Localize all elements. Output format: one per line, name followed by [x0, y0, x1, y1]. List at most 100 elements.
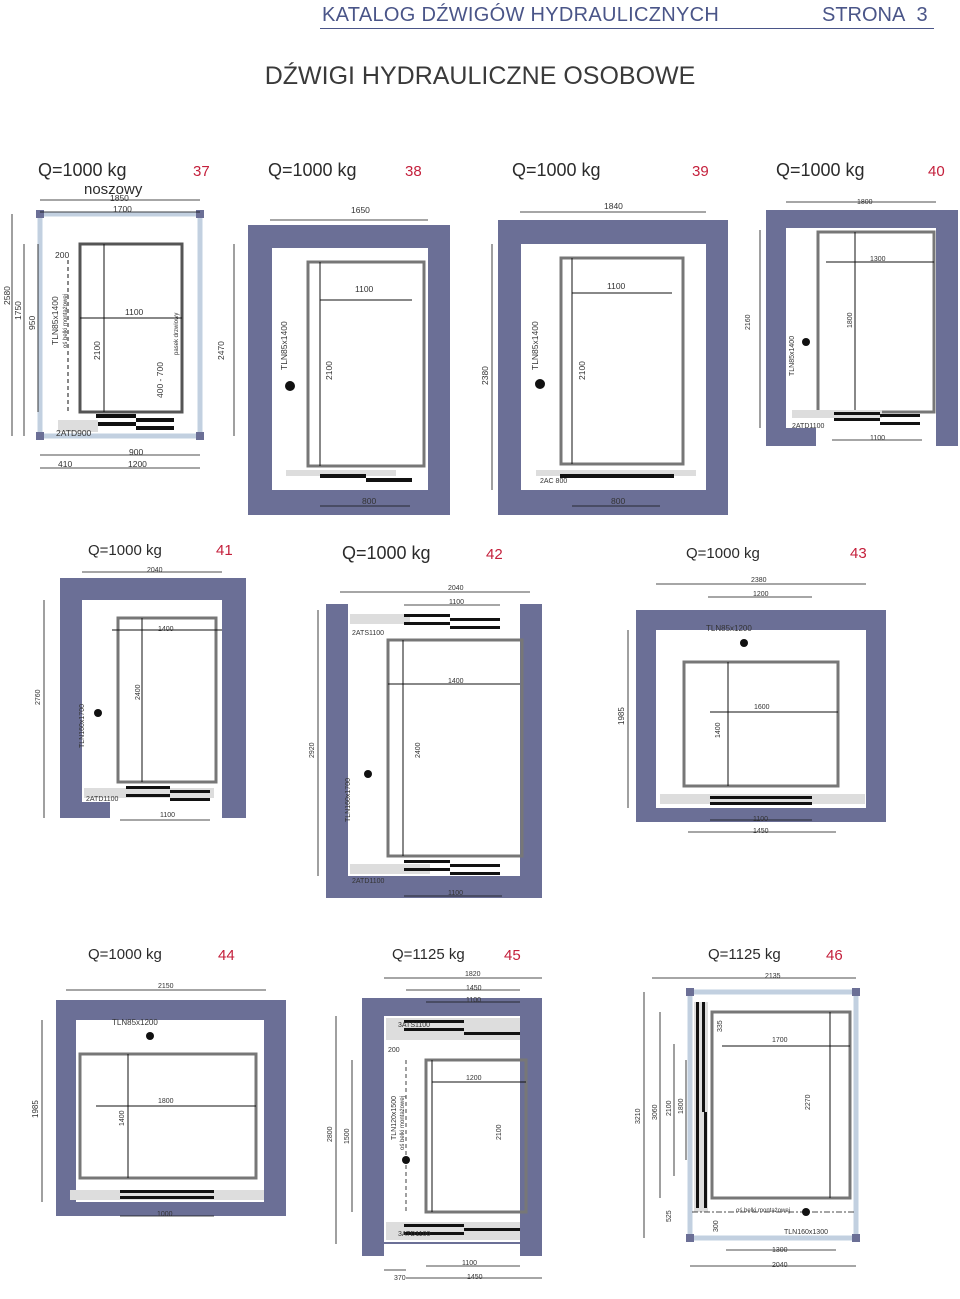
- door-42-top: 2ATS1100: [352, 630, 384, 637]
- plan-38-capacity: Q=1000 kg: [268, 160, 357, 180]
- dim-46-2270: 2270: [805, 1094, 812, 1110]
- dim-45-370: 370: [394, 1275, 406, 1282]
- dim-40-1100: 1100: [870, 435, 885, 442]
- dim-45-1450: 1450: [466, 985, 482, 992]
- dim-46-525: 525: [666, 1210, 673, 1222]
- guide-43: TLN85x1200: [706, 624, 752, 633]
- plan-46-capacity: Q=1125 kg: [708, 946, 781, 963]
- dim-42-2400: 2400: [415, 742, 422, 758]
- dim-41-2400: 2400: [135, 684, 142, 700]
- dim-45-1200: 1200: [466, 1075, 482, 1082]
- page-title: DŹWIGI HYDRAULICZNE OSOBOWE: [264, 62, 696, 90]
- dim-42-1100-b: 1100: [448, 890, 463, 897]
- dim-42-1100: 1100: [449, 599, 464, 606]
- page-number: 3: [916, 4, 928, 26]
- page-indicator: STRONA 3: [822, 4, 928, 27]
- dim-37-2470: 2470: [216, 341, 226, 360]
- catalog-title: KATALOG DŹWIGÓW HYDRAULICZNYCH: [322, 4, 720, 26]
- dim-46-2040: 2040: [772, 1262, 788, 1269]
- dim-39-2100: 2100: [577, 361, 587, 380]
- plan-44-capacity: Q=1000 kg: [88, 946, 162, 963]
- dim-38-800: 800: [362, 496, 376, 506]
- dim-46-3060: 3060: [652, 1104, 659, 1120]
- dim-46-2135: 2135: [765, 973, 781, 980]
- dim-38-2100: 2100: [324, 361, 334, 380]
- door-45-bottom: 3ATD1100: [398, 1231, 431, 1238]
- plan-42-capacity: Q=1000 kg: [342, 543, 431, 563]
- guide-44: TLN85x1200: [112, 1018, 158, 1027]
- dim-40-1800-v: 1800: [847, 312, 854, 328]
- dim-41-1400: 1400: [158, 626, 174, 633]
- dim-45-1450-b: 1450: [467, 1274, 483, 1281]
- plan-40-capacity: Q=1000 kg: [776, 160, 865, 180]
- dim-40-2160: 2160: [745, 314, 752, 330]
- guide-41: TLN160x1700: [79, 704, 86, 748]
- plan-40: Q=1000 kg 40 1800 1300 2160 TLN85x1400 1…: [745, 160, 958, 446]
- dim-39-800: 800: [611, 496, 625, 506]
- dim-40-1300: 1300: [870, 256, 886, 263]
- dim-45-1100: 1100: [466, 997, 481, 1004]
- door-42-bottom: 2ATD1100: [352, 878, 385, 885]
- dim-43-1100: 1100: [753, 816, 768, 823]
- guide-37: TLN85x1400: [50, 296, 60, 345]
- door-40: 2ATD1100: [792, 423, 825, 430]
- dim-42-1400: 1400: [448, 678, 464, 685]
- dim-46-335: 335: [717, 1020, 724, 1032]
- door-strip-37: pasek drzwiowy: [174, 313, 180, 355]
- dim-38-1100: 1100: [355, 284, 374, 294]
- dim-37-1750: 1750: [13, 301, 23, 320]
- dim-37-2100: 2100: [92, 341, 102, 360]
- plan-39-capacity: Q=1000 kg: [512, 160, 601, 180]
- dim-45-2800: 2800: [327, 1126, 334, 1142]
- plan-45-number: 45: [504, 947, 521, 964]
- dim-44-1400: 1400: [119, 1110, 126, 1126]
- plan-44: Q=1000 kg 44 2150 TLN85x1200 1985 1800 1…: [31, 946, 286, 1218]
- dim-37-900: 900: [129, 447, 143, 457]
- dim-44-1800: 1800: [158, 1098, 174, 1105]
- plan-38-number: 38: [405, 163, 422, 180]
- dim-41-1100: 1100: [160, 812, 175, 819]
- dim-44-2150: 2150: [158, 983, 174, 990]
- guide-42: TLN160x1700: [345, 778, 352, 822]
- dim-46-1300: 1300: [772, 1247, 788, 1254]
- dim-45-200: 200: [388, 1047, 400, 1054]
- plan-41: Q=1000 kg 41 2040 1400 2760 TLN160x1700 …: [35, 542, 246, 821]
- plan-46-number: 46: [826, 947, 843, 964]
- dim-37-410: 410: [58, 459, 72, 469]
- dim-37-1200: 1200: [128, 459, 147, 469]
- guide-39: TLN85x1400: [530, 321, 540, 370]
- plan-43: Q=1000 kg 43 2380 1200 TLN85x1200 1985 1…: [617, 545, 886, 835]
- plan-45: Q=1125 kg 45 1820 1450 1100 3ATS1100 200…: [327, 946, 542, 1282]
- plan-37: Q=1000 kg 37 noszowy 1850 1700 200 1100 …: [2, 160, 235, 469]
- plan-43-number: 43: [850, 545, 867, 562]
- plan-40-number: 40: [928, 163, 945, 180]
- beam-axis-46: oś belki montażowej: [736, 1208, 790, 1214]
- beam-axis-37: oś belki montażowej: [63, 294, 69, 348]
- beam-axis-45: oś belki montażowej: [400, 1096, 406, 1150]
- dim-41-2760: 2760: [35, 689, 42, 705]
- plan-38: Q=1000 kg 38 1650 1100 TLN85x1400 2100 8…: [248, 160, 450, 515]
- guide-45: TLN120x1500: [391, 1096, 398, 1140]
- dim-43-1400: 1400: [715, 722, 722, 738]
- guide-46: TLN160x1300: [784, 1229, 828, 1236]
- plan-37-subtitle: noszowy: [84, 181, 143, 198]
- dim-43-1200: 1200: [753, 591, 769, 598]
- dim-46-3210: 3210: [635, 1108, 642, 1124]
- dim-41-2040: 2040: [147, 567, 163, 574]
- dim-40-1800: 1800: [857, 199, 873, 206]
- plan-37-number: 37: [193, 163, 210, 180]
- plan-41-number: 41: [216, 542, 233, 559]
- plan-42: Q=1000 kg 42 2040 1100 2ATS1100 1400 292…: [309, 543, 542, 898]
- plan-39: Q=1000 kg 39 1840 1100 2380 TLN85x1400 2…: [480, 160, 728, 515]
- dim-43-1985: 1985: [617, 707, 626, 725]
- plan-44-number: 44: [218, 947, 235, 964]
- dim-43-1600: 1600: [754, 704, 770, 711]
- dim-37-2580: 2580: [2, 286, 12, 305]
- dim-45-1500: 1500: [344, 1128, 351, 1144]
- dim-45-1100-b: 1100: [462, 1260, 477, 1267]
- dim-45-1820: 1820: [465, 971, 481, 978]
- door-39: 2AC 800: [540, 478, 567, 485]
- dim-37-1100: 1100: [125, 307, 144, 317]
- dim-46-1800: 1800: [678, 1098, 685, 1114]
